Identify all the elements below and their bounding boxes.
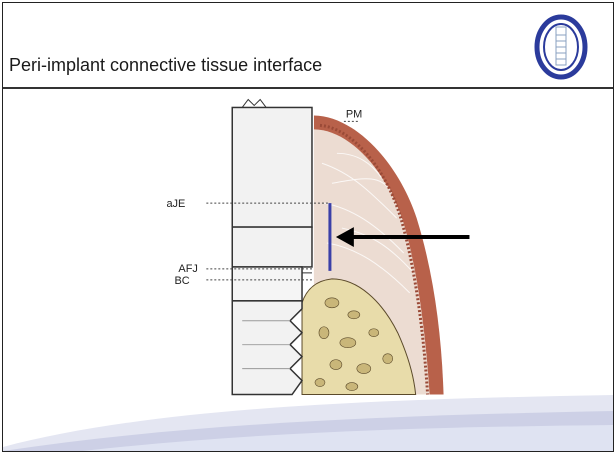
slide-header: Peri-implant connective tissue interface <box>3 3 613 91</box>
label-bc: BC <box>174 275 189 287</box>
label-pm: PM <box>346 108 362 120</box>
peri-implant-diagram: PM aJE AFJ BC <box>3 89 613 409</box>
implant-fixture-icon <box>232 99 312 394</box>
implant-logo-icon <box>531 11 591 81</box>
decorative-swoosh <box>3 387 613 451</box>
label-afj: AFJ <box>178 263 197 275</box>
label-aje: aJE <box>166 198 185 210</box>
slide-title: Peri-implant connective tissue interface <box>9 55 322 76</box>
